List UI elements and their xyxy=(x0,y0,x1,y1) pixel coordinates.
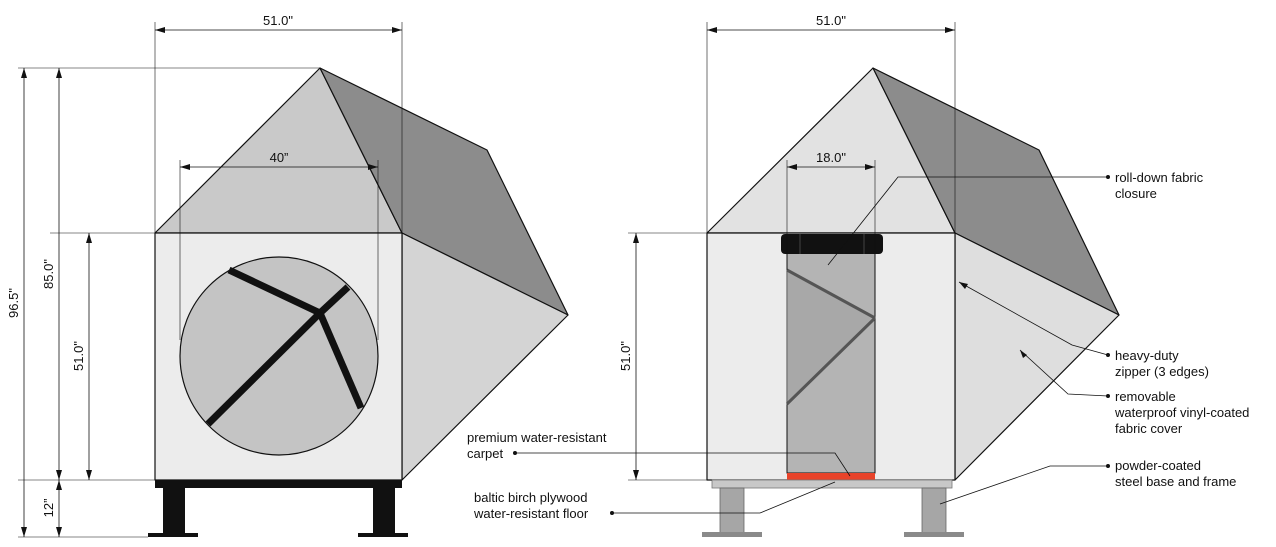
right-view: 51.0" 18.0" 51.0" roll-down fabric closu… xyxy=(467,13,1249,537)
callout-cover-line-1: removable xyxy=(1115,389,1176,404)
left-dimension-lines xyxy=(23,29,402,537)
left-base-foot-left xyxy=(148,533,198,537)
callout-leaders xyxy=(515,176,1109,514)
callout-carpet-line-1: premium water-resistant xyxy=(467,430,607,445)
callout-base-line-1: powder-coated xyxy=(1115,458,1201,473)
callout-zipper-line-2: zipper (3 edges) xyxy=(1115,364,1209,379)
callout-cover-line-3: fabric cover xyxy=(1115,421,1183,436)
callout-base-line-2: steel base and frame xyxy=(1115,474,1236,489)
right-opening-dimension: 18.0" xyxy=(816,150,846,165)
left-body-height-dimension: 85.0" xyxy=(41,259,56,289)
left-width-dimension: 51.0" xyxy=(263,13,293,28)
callout-floor-line-2: water-resistant floor xyxy=(473,506,589,521)
callout-zipper-line-1: heavy-duty xyxy=(1115,348,1179,363)
left-view: 51.0" 40” 96.5" 85.0" 51.0" 12” xyxy=(6,13,569,538)
right-base-foot-left xyxy=(702,532,762,537)
left-base-foot-right xyxy=(358,533,408,537)
left-base-leg-left xyxy=(163,488,185,536)
callout-closure-line-2: closure xyxy=(1115,186,1157,201)
right-extension-lines xyxy=(628,22,956,481)
right-width-dimension: 51.0" xyxy=(816,13,846,28)
right-dimension-arrows xyxy=(633,27,955,480)
right-base-leg-right xyxy=(921,487,947,535)
left-opening-dimension: 40” xyxy=(270,150,289,165)
carpet-strip xyxy=(787,473,875,480)
callout-leader-dots xyxy=(513,175,1110,515)
right-base-leg-left xyxy=(719,487,745,535)
callout-floor-line-1: baltic birch plywood xyxy=(474,490,587,505)
interior-blade-lower xyxy=(785,316,877,406)
left-extension-lines xyxy=(18,22,403,538)
left-base-leg-right xyxy=(373,488,395,536)
left-total-height-dimension: 96.5" xyxy=(6,288,21,318)
rolled-closure xyxy=(781,234,883,254)
right-dimension-lines xyxy=(635,29,955,480)
left-wall-height-dimension: 51.0" xyxy=(71,341,86,371)
interior-blade-upper xyxy=(786,268,876,320)
callout-closure-line-1: roll-down fabric xyxy=(1115,170,1204,185)
left-base-height-dimension: 12” xyxy=(41,499,56,518)
callout-cover-line-2: waterproof vinyl-coated xyxy=(1114,405,1249,420)
callout-carpet-line-2: carpet xyxy=(467,446,504,461)
left-dimension-arrows xyxy=(21,27,402,537)
tri-blade-divider xyxy=(205,266,365,427)
right-wall-height-dimension: 51.0" xyxy=(618,341,633,371)
callout-arrowheads xyxy=(959,282,1027,358)
right-base-plate xyxy=(711,479,953,489)
right-base-foot-right xyxy=(904,532,964,537)
left-base-plate xyxy=(155,480,402,488)
